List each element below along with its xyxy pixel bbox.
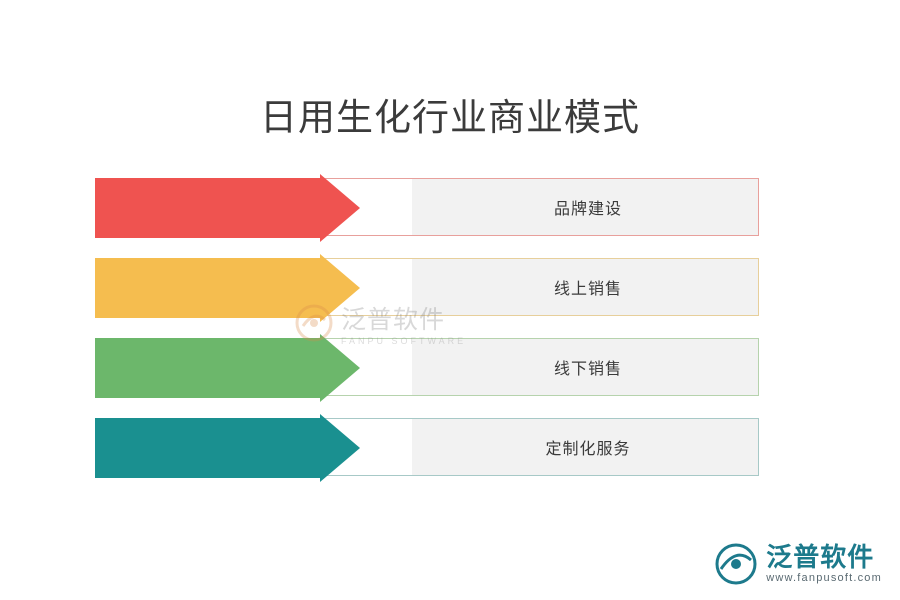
row-arrow-body (95, 258, 320, 318)
fanpu-logo-icon (714, 542, 758, 586)
row-arrow-head (320, 414, 360, 482)
brand-name: 泛普软件 (766, 543, 875, 573)
row-arrow (95, 254, 360, 322)
row-arrow (95, 334, 360, 402)
page-title: 日用生化行业商业模式 (260, 97, 640, 139)
diagram-row: 线下销售 (95, 334, 760, 402)
row-arrow (95, 414, 360, 482)
brand-url: www.fanpusoft.com (766, 571, 882, 584)
row-arrow-head (320, 254, 360, 322)
row-arrow-head (320, 174, 360, 242)
row-arrow-body (95, 178, 320, 238)
row-arrow (95, 174, 360, 242)
arrow-flow-diagram: 品牌建设 线上销售 线下销售 定制化服务 (95, 174, 760, 498)
row-label: 定制化服务 (545, 441, 631, 458)
row-label: 品牌建设 (553, 201, 622, 218)
row-arrow-body (95, 418, 320, 478)
diagram-row: 品牌建设 (95, 174, 760, 242)
row-arrow-body (95, 338, 320, 398)
diagram-row: 线上销售 (95, 254, 760, 322)
row-arrow-head (320, 334, 360, 402)
row-label: 线上销售 (553, 281, 622, 298)
row-label: 线下销售 (553, 361, 622, 378)
brand-logo: 泛普软件 www.fanpusoft.com (714, 542, 882, 586)
diagram-row: 定制化服务 (95, 414, 760, 482)
